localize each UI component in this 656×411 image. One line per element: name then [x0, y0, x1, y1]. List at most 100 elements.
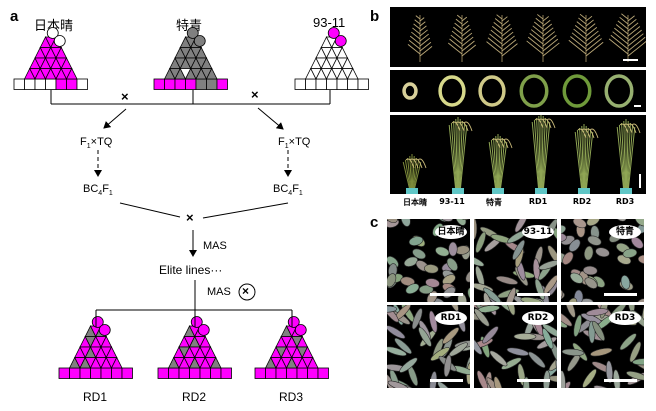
chromosome-segment	[210, 367, 222, 379]
rice-grain	[561, 381, 571, 388]
genome-triangle	[306, 356, 319, 369]
chromosome-segment	[90, 367, 102, 379]
chromosome-segment	[206, 78, 218, 90]
grain-photo: RD2	[474, 305, 557, 388]
rice-grain	[465, 269, 470, 283]
breeding-scheme	[13, 27, 369, 379]
rice-grain	[561, 232, 567, 243]
genotype-pyramid-rd2	[157, 316, 232, 379]
genotype-pyramid-rd3	[254, 316, 329, 379]
panel-b-letter: b	[370, 8, 380, 25]
genotype-pyramid-teqing	[153, 27, 228, 90]
chromosome-segment	[195, 78, 207, 90]
rice-grain	[476, 370, 489, 388]
chromosome-segment	[55, 78, 67, 90]
genome-triangle	[65, 67, 78, 80]
organelle-circle	[327, 27, 340, 39]
rice-grain	[483, 292, 493, 302]
chromosome-segment	[199, 367, 211, 379]
rice-grain	[474, 336, 483, 355]
rice-grain	[595, 247, 610, 258]
rice-grain	[400, 276, 415, 286]
scale-bar	[604, 379, 637, 382]
stem-cross-section-photo	[390, 70, 646, 112]
chromosome-segment	[326, 78, 338, 90]
chromosome-segment	[336, 78, 348, 90]
rice-grain	[626, 371, 644, 381]
rice-grain	[475, 231, 486, 253]
converge-line-left	[119, 202, 181, 218]
chromosome-segment	[178, 367, 190, 379]
chromosome-segment	[315, 78, 327, 90]
chromosome-segment	[79, 367, 91, 379]
scale-bar	[430, 293, 463, 296]
chromosome-segment	[254, 367, 266, 379]
rice-grain	[474, 308, 490, 327]
rice-grain	[592, 320, 605, 341]
rice-grain	[474, 219, 478, 240]
panicle	[608, 13, 646, 62]
plant-label: RD1	[528, 197, 548, 206]
plant-label: 特青	[486, 198, 502, 207]
rice-grain	[547, 245, 557, 265]
rice-grain	[582, 265, 598, 276]
chromosome-segment	[216, 78, 228, 90]
grain-photo-label: RD3	[609, 311, 641, 325]
rice-grain	[387, 346, 407, 357]
chromosome-segment	[111, 367, 123, 379]
rice-grain	[506, 305, 516, 316]
chromosome-segment	[296, 367, 308, 379]
genome-triangle	[205, 67, 218, 80]
offspring-label-rd2: RD2	[182, 390, 207, 404]
scale-bar	[639, 174, 641, 188]
scale-bar	[517, 293, 550, 296]
selfing-cross-icon: ×	[242, 284, 250, 298]
rice-grain	[501, 357, 522, 370]
cross-icon: ×	[121, 89, 129, 104]
rice-grain	[403, 256, 418, 267]
rice-grain	[613, 219, 627, 222]
panicle-photo	[390, 7, 646, 67]
offspring-label-rd3: RD3	[279, 390, 304, 404]
rice-grain	[418, 284, 434, 295]
scale-bar	[430, 379, 463, 382]
rice-grain	[459, 219, 470, 220]
rice-grain	[387, 219, 398, 224]
rice-grain	[578, 298, 594, 302]
rice-grain	[435, 246, 450, 257]
rice-grain	[561, 370, 566, 388]
rice-plant	[616, 119, 641, 194]
rice-grain	[387, 325, 406, 339]
plant-pot	[406, 188, 418, 194]
rice-grain	[467, 287, 470, 302]
rice-grain	[585, 308, 609, 316]
rice-grain	[590, 347, 613, 357]
cross-icon: ×	[251, 87, 259, 102]
rice-grain	[425, 278, 440, 288]
rice-grain	[495, 275, 518, 285]
organelle-circle	[53, 35, 66, 47]
whole-plant-photo	[390, 115, 646, 194]
chromosome-segment	[58, 367, 70, 379]
rice-grain	[448, 241, 458, 257]
rice-grain	[637, 254, 644, 265]
rice-plant	[574, 124, 599, 194]
grain-photo: RD3	[561, 305, 644, 388]
rice-grain	[605, 360, 613, 384]
rice-grain	[387, 273, 397, 288]
rice-grain	[619, 333, 637, 351]
rice-grain	[561, 315, 568, 329]
f1-tq-label-right: F1×TQ	[278, 136, 311, 151]
rice-grain	[542, 323, 557, 338]
plant-label: 93-11	[439, 197, 465, 206]
chromosome-segment	[265, 367, 277, 379]
rice-grain	[572, 219, 587, 229]
stem-cross-section	[478, 75, 506, 107]
converge-line-right	[202, 202, 289, 219]
chromosome-segment	[189, 367, 201, 379]
panicle	[407, 15, 433, 62]
rice-grain	[570, 272, 584, 284]
rice-grain	[446, 257, 458, 271]
rice-grain	[634, 219, 644, 227]
panel-c-letter: c	[370, 214, 379, 231]
